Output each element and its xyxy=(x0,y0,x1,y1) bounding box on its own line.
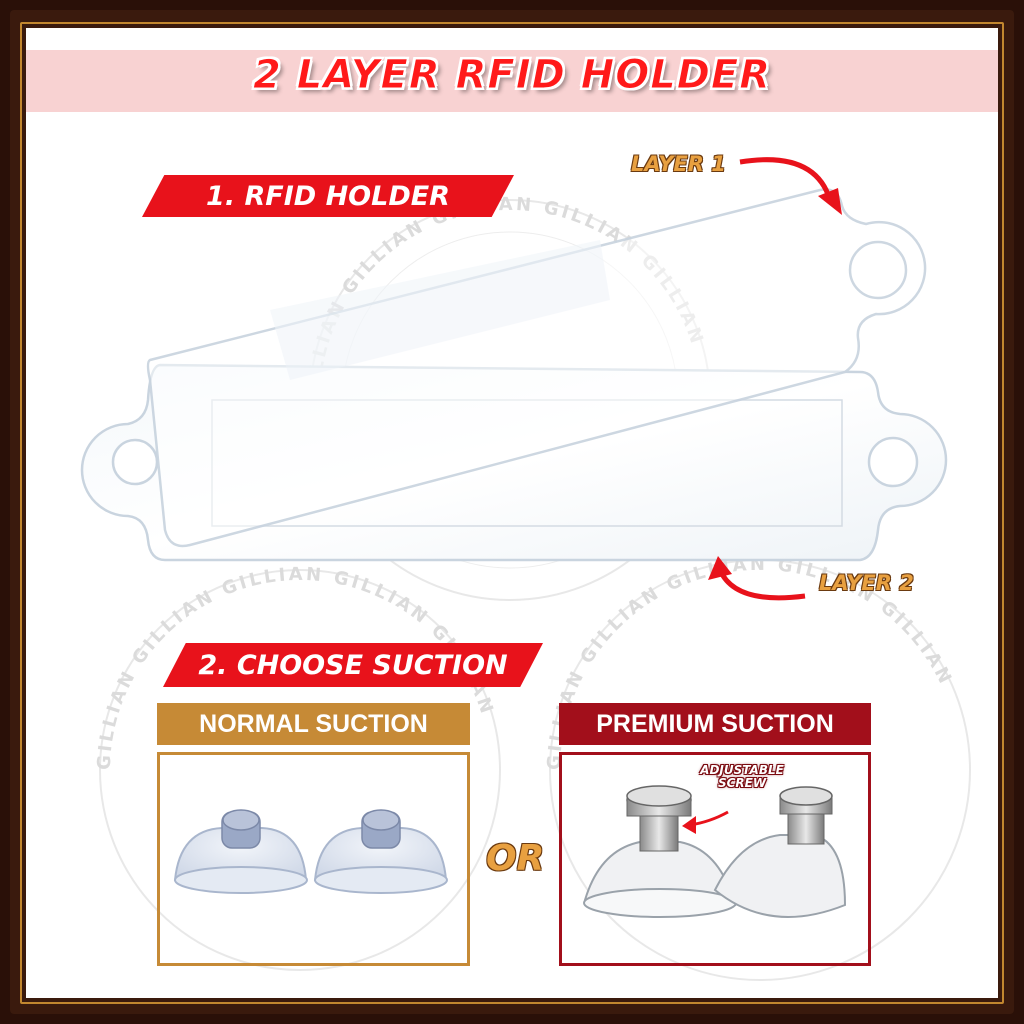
section-1-label: 1. RFID HOLDER xyxy=(206,180,450,212)
curved-arrow-icon xyxy=(717,568,806,601)
premium-suction-label: PREMIUM SUCTION xyxy=(596,709,834,738)
arrowhead-icon xyxy=(818,188,842,215)
section-2-label: 2. CHOOSE SUCTION xyxy=(198,649,508,681)
gold-border xyxy=(20,22,1004,1004)
layer-1-label: LAYER 1 xyxy=(631,152,726,176)
section-1-banner: 1. RFID HOLDER xyxy=(142,175,514,217)
arrowhead-icon xyxy=(708,556,732,580)
normal-suction-label: NORMAL SUCTION xyxy=(199,709,428,738)
rfid-holder-layer-1 xyxy=(146,188,927,548)
adjustable-screw-callout: ADJUSTABLE SCREW xyxy=(680,764,804,790)
normal-suction-header: NORMAL SUCTION xyxy=(157,703,470,745)
callout-line-2: SCREW xyxy=(717,776,767,790)
normal-suction-box xyxy=(157,752,470,966)
callout-line-1: ADJUSTABLE xyxy=(700,763,784,777)
premium-suction-box xyxy=(559,752,871,966)
premium-suction-cup-icon xyxy=(583,785,847,918)
layer-2-label: LAYER 2 xyxy=(819,571,914,595)
premium-suction-header: PREMIUM SUCTION xyxy=(559,703,871,745)
page-title: 2 LAYER RFID HOLDER xyxy=(252,52,772,99)
normal-suction-cup-icon xyxy=(173,809,448,894)
or-separator: OR xyxy=(486,838,545,879)
title-band xyxy=(26,50,998,112)
section-2-banner: 2. CHOOSE SUCTION xyxy=(163,643,543,687)
curved-arrow-icon xyxy=(739,157,833,201)
